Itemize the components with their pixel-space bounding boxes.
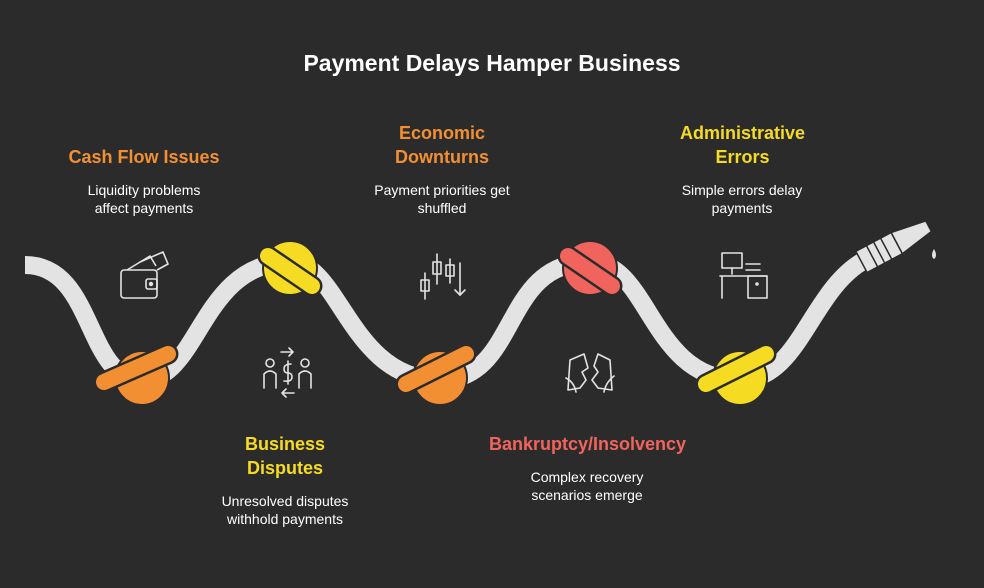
drip-icon bbox=[932, 249, 936, 259]
page-title: Payment Delays Hamper Business bbox=[303, 50, 681, 76]
wallet-icon bbox=[120, 251, 169, 299]
desk-computer-icon bbox=[719, 252, 768, 299]
item-economic-downturns: Economic Downturns Payment priorities ge… bbox=[362, 121, 522, 217]
item-bankruptcy: Bankruptcy/Insolvency Complex recovery s… bbox=[475, 432, 700, 504]
knot-administrative-errors bbox=[695, 343, 777, 406]
knot-cash-flow bbox=[93, 343, 179, 406]
people-exchange-icon bbox=[263, 347, 312, 398]
item-administrative-errors: Administrative Errors Simple errors dela… bbox=[660, 121, 825, 217]
item-title: Business Disputes bbox=[244, 434, 326, 478]
item-title: Administrative Errors bbox=[679, 123, 806, 167]
item-title: Economic Downturns bbox=[395, 123, 489, 167]
candlestick-down-icon bbox=[420, 253, 466, 300]
torn-document-icon bbox=[565, 353, 615, 393]
item-business-disputes: Business Disputes Unresolved disputes wi… bbox=[205, 432, 365, 528]
knot-business-disputes bbox=[257, 240, 323, 297]
item-cash-flow: Cash Flow Issues Liquidity problems affe… bbox=[44, 145, 244, 217]
item-description: Complex recovery scenarios emerge bbox=[530, 469, 644, 503]
item-description: Liquidity problems affect payments bbox=[87, 182, 201, 216]
item-description: Unresolved disputes withhold payments bbox=[221, 493, 349, 527]
knot-economic-downturns bbox=[395, 343, 477, 406]
item-title: Cash Flow Issues bbox=[68, 147, 220, 167]
item-title: Bankruptcy/Insolvency bbox=[488, 434, 687, 454]
nozzle-icon bbox=[854, 219, 933, 274]
item-description: Simple errors delay payments bbox=[681, 182, 803, 216]
knot-bankruptcy bbox=[557, 240, 623, 297]
item-description: Payment priorities get shuffled bbox=[374, 182, 510, 216]
